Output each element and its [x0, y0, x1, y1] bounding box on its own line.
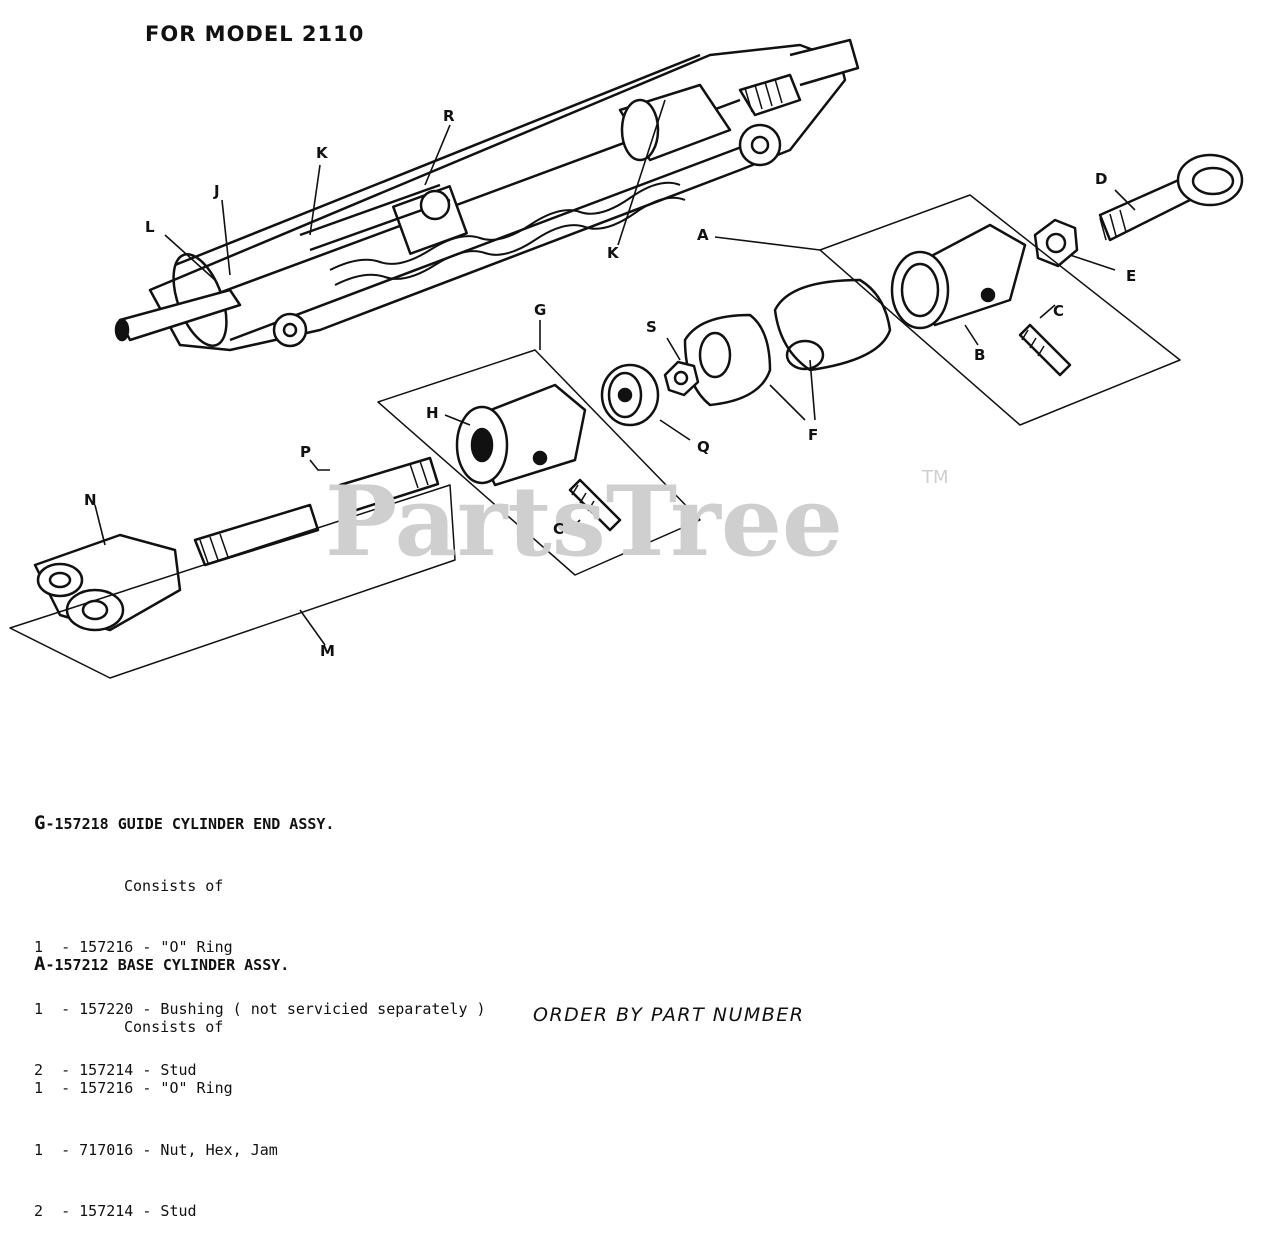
callout-j: J — [213, 182, 220, 200]
callout-g: G — [534, 301, 546, 319]
leader-lines — [94, 99, 1136, 646]
assembly-letter: G — [34, 812, 46, 834]
consists-of-label: Consists of — [124, 876, 224, 895]
assembly-heading: -157218 GUIDE CYLINDER END ASSY. — [45, 815, 335, 833]
assembly-heading: -157212 BASE CYLINDER ASSY. — [45, 956, 290, 974]
parts-list-item: 2 - 157214 - Stud — [34, 1202, 197, 1220]
callout-s: S — [646, 318, 657, 336]
parts-list-heading: A-157212 BASE CYLINDER ASSY. — [34, 954, 289, 976]
callout-k-left: K — [316, 144, 329, 162]
parts-list-heading: G-157218 GUIDE CYLINDER END ASSY. — [34, 813, 486, 835]
group-frames — [9, 194, 1181, 679]
part-p-threaded-rod — [193, 456, 440, 567]
part-e-hex-nut — [1033, 218, 1079, 268]
callout-h: H — [426, 404, 439, 422]
main-cylinder-assembly — [114, 38, 860, 352]
callout-m: M — [320, 642, 335, 660]
parts-diagram: PartsTree TM A B C C D E F G H J K K L M… — [9, 22, 1244, 1220]
callout-c-right: C — [1053, 302, 1064, 320]
part-b-cylinder-end — [890, 223, 1027, 330]
exploded-view-drawing: PartsTree TM A B C C D E F G H J K K L M… — [9, 38, 1244, 679]
part-f-sleeve — [683, 278, 892, 407]
callout-b: B — [974, 346, 985, 364]
part-c-stud-right — [1018, 323, 1072, 377]
callout-l: L — [145, 218, 155, 236]
callout-r: R — [443, 107, 455, 125]
callout-f: F — [808, 426, 818, 444]
parts-list-item: 1 - 717016 - Nut, Hex, Jam — [34, 1140, 278, 1159]
order-by-part-number-note: ORDER BY PART NUMBER — [533, 1004, 805, 1026]
callout-q: Q — [697, 438, 710, 456]
parts-list-item: 1 - 157220 - Bushing ( not servicied sep… — [34, 999, 486, 1018]
part-q-o-ring — [600, 363, 660, 427]
watermark-text: PartsTree — [325, 465, 843, 578]
watermark-tm: TM — [921, 467, 949, 488]
assembly-letter: A — [34, 953, 46, 975]
parts-list-item: 1 - 157216 - "O" Ring — [34, 938, 233, 956]
callout-a: A — [697, 226, 709, 244]
part-c-stud-left — [568, 478, 622, 532]
parts-list-item: 1 - 157216 - "O" Ring — [34, 1079, 233, 1097]
parts-list-a: A-157212 BASE CYLINDER ASSY. Consists of… — [34, 913, 289, 1242]
callout-p: P — [300, 443, 311, 461]
consists-of-label: Consists of — [124, 1017, 224, 1036]
part-n-clevis — [33, 533, 182, 632]
callout-c-left: C — [553, 520, 564, 538]
callout-d: D — [1095, 170, 1107, 188]
callout-n: N — [84, 491, 97, 509]
part-h-guide-cylinder-end — [455, 383, 587, 487]
diagram-title: FOR MODEL 2110 — [145, 22, 365, 46]
part-s-nut — [663, 360, 700, 397]
part-d-rod-end — [1098, 153, 1244, 242]
callout-k-right: K — [607, 244, 620, 262]
callout-e: E — [1126, 267, 1136, 285]
